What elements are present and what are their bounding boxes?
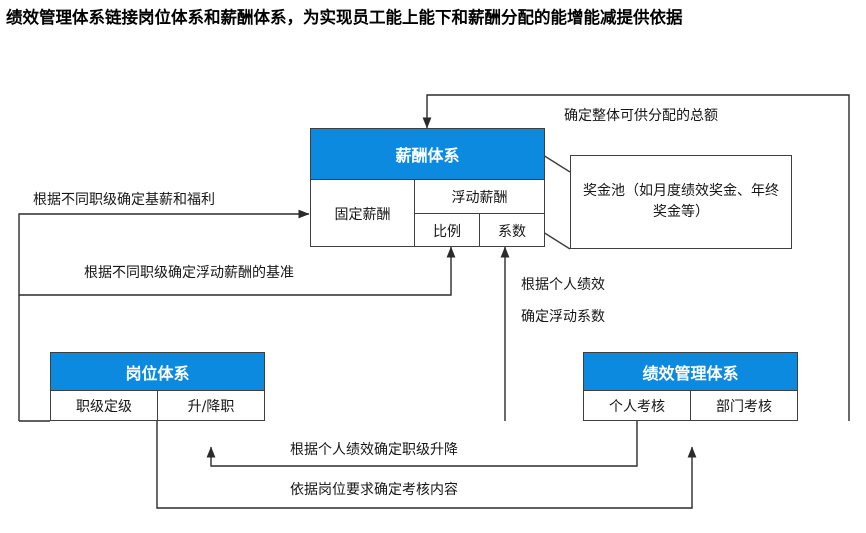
wire-total-amount [422, 94, 850, 421]
label-variable-baseline: 根据不同职级确定浮动薪酬的基准 [84, 265, 294, 281]
wire-variable-baseline [19, 246, 456, 296]
cell-grade-setting[interactable]: 职级定级 [76, 399, 132, 415]
callout-leader-top [542, 154, 571, 173]
cell-promotion-demotion[interactable]: 升/降职 [157, 391, 264, 421]
page-title: 绩效管理体系链接岗位体系和薪酬体系，为实现员工能上能下和薪酬分配的能增能减提供依… [6, 8, 683, 27]
label-individual-perf-line2: 确定浮动系数 [521, 309, 605, 325]
wire-grade-updown [206, 421, 638, 467]
label-grade-updown: 根据个人绩效确定职级升降 [290, 442, 458, 458]
position-system-header: 岗位体系 [51, 353, 264, 391]
compensation-system-box[interactable]: 薪酬体系 固定薪酬 浮动薪酬 比例 系数 [310, 128, 545, 247]
bonus-pool-callout[interactable]: 奖金池（如月度绩效奖金、年终奖金等） [570, 155, 792, 249]
bonus-pool-text: 奖金池（如月度绩效奖金、年终奖金等） [583, 183, 779, 220]
callout-leader-bottom [542, 231, 571, 250]
label-total-amount: 确定整体可供分配的总额 [564, 108, 718, 124]
cell-ratio[interactable]: 比例 [433, 223, 461, 240]
label-assessment-content: 依据岗位要求确定考核内容 [290, 482, 458, 498]
cell-variable-pay[interactable]: 浮动薪酬 [415, 180, 544, 214]
label-base-and-benefits: 根据不同职级确定基薪和福利 [33, 192, 215, 208]
cell-department-assessment[interactable]: 部门考核 [690, 391, 797, 421]
wire-assessment-content [156, 421, 697, 509]
compensation-system-body: 固定薪酬 浮动薪酬 比例 系数 [311, 180, 544, 247]
performance-system-box[interactable]: 绩效管理体系 个人考核 部门考核 [583, 352, 798, 421]
cell-coefficient[interactable]: 系数 [479, 214, 544, 247]
cell-fixed-pay[interactable]: 固定薪酬 [311, 180, 415, 247]
position-system-box[interactable]: 岗位体系 职级定级 升/降职 [50, 352, 265, 421]
cell-individual-assessment[interactable]: 个人考核 [609, 399, 665, 415]
compensation-system-header: 薪酬体系 [311, 129, 544, 180]
label-individual-perf-line1: 根据个人绩效 [521, 277, 605, 293]
wire-base-benefits [18, 209, 310, 421]
performance-system-header: 绩效管理体系 [584, 353, 797, 391]
